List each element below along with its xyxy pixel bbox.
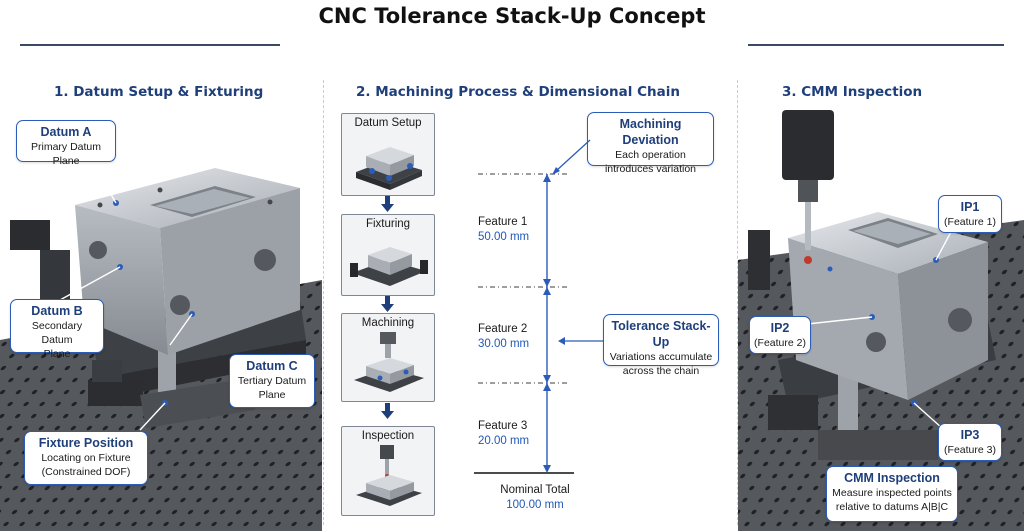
callout-ip1-title: IP1 xyxy=(960,200,980,214)
title-rule-right xyxy=(748,44,1004,46)
step-machining: Machining xyxy=(341,313,435,402)
step-fixturing: Fixturing xyxy=(341,214,435,296)
callout-fixture-position: Fixture Position Locating on Fixture (Co… xyxy=(24,431,148,485)
section-heading-datum-setup: 1. Datum Setup & Fixturing xyxy=(54,84,264,100)
callout-tolerance-stackup: Tolerance Stack-Up Variations accumulate… xyxy=(603,314,719,377)
step-label: Machining xyxy=(361,317,415,329)
feature-3-value: 20.00 mm xyxy=(478,435,530,447)
nominal-total-value: 100.00 mm xyxy=(506,499,564,511)
title-rule-left xyxy=(20,44,280,46)
callout-datum-a-title: Datum A xyxy=(40,125,92,139)
callout-deviation-title: Machining Deviation xyxy=(619,117,682,147)
callout-machining-deviation: Machining Deviation Each operation intro… xyxy=(587,112,714,175)
callout-fixture-title: Fixture Position xyxy=(38,436,134,450)
callout-datum-b-title: Datum B xyxy=(31,304,83,318)
callout-datum-b-subtitle-2: Plane xyxy=(43,348,71,360)
callout-deviation-subtitle-2: introduces variation xyxy=(604,163,697,175)
callout-ip1-subtitle: (Feature 1) xyxy=(944,216,996,228)
callout-ip3: IP3 (Feature 3) xyxy=(938,423,1002,461)
callout-ip2-title: IP2 xyxy=(770,321,790,335)
section-divider-right xyxy=(737,80,738,525)
feature-2-value: 30.00 mm xyxy=(478,338,530,350)
callout-stackup-subtitle-2: across the chain xyxy=(622,365,700,377)
callout-datum-c-subtitle-1: Tertiary Datum xyxy=(237,375,307,387)
callout-datum-b-subtitle-1: Secondary Datum xyxy=(31,320,83,346)
callout-fixture-subtitle-2: (Constrained DOF) xyxy=(41,466,131,478)
callout-fixture-subtitle-1: Locating on Fixture xyxy=(41,452,131,464)
dimension-chain xyxy=(474,173,574,474)
step-label: Fixturing xyxy=(365,218,411,230)
callout-cmm-inspection: CMM Inspection Measure inspected points … xyxy=(826,466,958,522)
step-label: Inspection xyxy=(361,430,415,442)
callout-stackup-subtitle-1: Variations accumulate xyxy=(609,351,713,363)
callout-ip1: IP1 (Feature 1) xyxy=(938,195,1002,233)
callout-ip3-subtitle: (Feature 3) xyxy=(944,444,996,456)
nominal-total-label: Nominal Total xyxy=(500,484,570,496)
section-heading-machining: 2. Machining Process & Dimensional Chain xyxy=(356,84,680,100)
callout-datum-a: Datum A Primary Datum Plane xyxy=(16,120,116,167)
callout-datum-a-subtitle: Primary Datum Plane xyxy=(30,141,101,167)
section-heading-cmm: 3. CMM Inspection xyxy=(782,84,923,100)
callout-cmm-subtitle-1: Measure inspected points xyxy=(832,487,952,499)
callout-cmm-title: CMM Inspection xyxy=(844,471,940,485)
callout-datum-c-subtitle-2: Plane xyxy=(258,389,286,401)
step-inspection: Inspection xyxy=(341,426,435,516)
feature-1-value: 50.00 mm xyxy=(478,231,530,243)
feature-1-name: Feature 1 xyxy=(478,216,528,228)
callout-stackup-title: Tolerance Stack-Up xyxy=(611,319,711,349)
callout-ip3-title: IP3 xyxy=(960,428,980,442)
feature-2-name: Feature 2 xyxy=(478,323,528,335)
callout-datum-c-title: Datum C xyxy=(246,359,298,373)
flow-arrows xyxy=(381,196,394,419)
callout-ip2: IP2 (Feature 2) xyxy=(749,316,811,354)
callout-deviation-subtitle-1: Each operation xyxy=(615,149,686,161)
callout-leaders-middle xyxy=(552,139,604,345)
step-label: Datum Setup xyxy=(354,117,422,129)
callout-datum-b: Datum B Secondary Datum Plane xyxy=(10,299,104,360)
callout-ip2-subtitle: (Feature 2) xyxy=(754,337,806,349)
page-title: CNC Tolerance Stack-Up Concept xyxy=(318,4,706,28)
callout-datum-c: Datum C Tertiary Datum Plane xyxy=(229,354,315,408)
step-datum-setup: Datum Setup xyxy=(341,113,435,196)
callout-cmm-subtitle-2: relative to datums A|B|C xyxy=(835,501,949,513)
feature-3-name: Feature 3 xyxy=(478,420,528,432)
section-divider-left xyxy=(323,80,324,525)
